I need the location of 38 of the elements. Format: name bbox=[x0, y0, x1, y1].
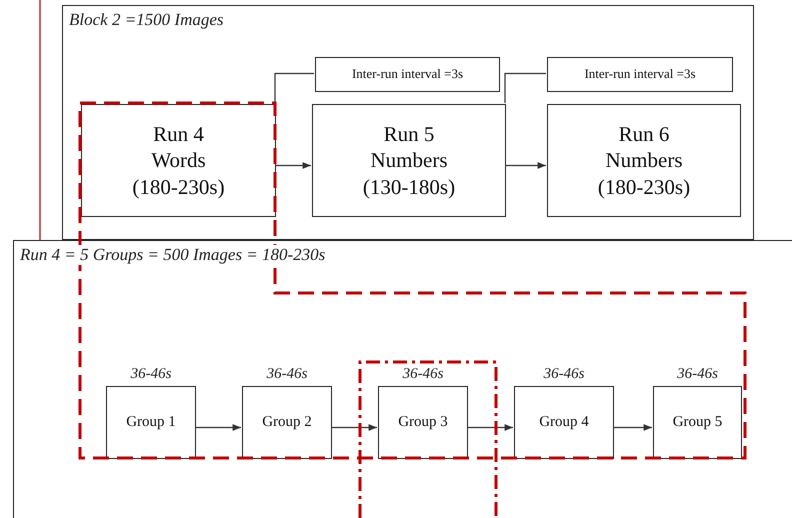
box-label: Run 5 bbox=[384, 121, 434, 148]
duration-label: 36-46s bbox=[544, 365, 584, 384]
arrow bbox=[467, 424, 513, 431]
group-panel bbox=[62, 5, 754, 240]
box-label: Words bbox=[151, 147, 206, 174]
leader-line bbox=[504, 72, 546, 103]
duration-label: 36-46s bbox=[677, 365, 718, 384]
duration-label: 36-46s bbox=[130, 365, 172, 384]
panel-title: Block 2 =1500 Images bbox=[69, 10, 224, 30]
box-label: (180-230s) bbox=[598, 174, 690, 200]
box-label: Inter-run interval =3s bbox=[584, 66, 696, 83]
note-box bbox=[315, 57, 500, 92]
duration-label: 36-46s bbox=[402, 365, 444, 384]
panel-title: Run 4 = 5 Groups = 500 Images = 180-230s bbox=[20, 245, 326, 265]
note-box bbox=[547, 57, 733, 92]
box-label: Inter-run interval =3s bbox=[352, 66, 464, 83]
box-label: Run 6 bbox=[618, 121, 670, 148]
box-label: Numbers bbox=[370, 147, 448, 174]
process-box bbox=[81, 104, 276, 217]
process-box bbox=[547, 104, 741, 217]
box-label: Group 5 bbox=[672, 413, 722, 432]
arrow bbox=[613, 424, 652, 431]
process-box bbox=[312, 104, 506, 217]
duration-label: 36-46s bbox=[266, 365, 308, 384]
box-label: (130-180s) bbox=[362, 174, 456, 200]
arrow bbox=[331, 424, 377, 431]
box-label: Numbers bbox=[606, 147, 682, 174]
group-panel bbox=[13, 240, 792, 518]
leader-line bbox=[274, 72, 314, 103]
box-label: (180-230s) bbox=[132, 174, 225, 200]
arrow bbox=[195, 424, 241, 431]
arrow bbox=[275, 162, 311, 169]
box-label: Group 3 bbox=[398, 413, 448, 432]
box-label: Run 4 bbox=[153, 121, 204, 148]
box-label: Group 4 bbox=[539, 413, 589, 432]
box-label: Group 2 bbox=[262, 413, 312, 432]
arrow bbox=[505, 162, 546, 169]
box-label: Group 1 bbox=[126, 413, 176, 432]
